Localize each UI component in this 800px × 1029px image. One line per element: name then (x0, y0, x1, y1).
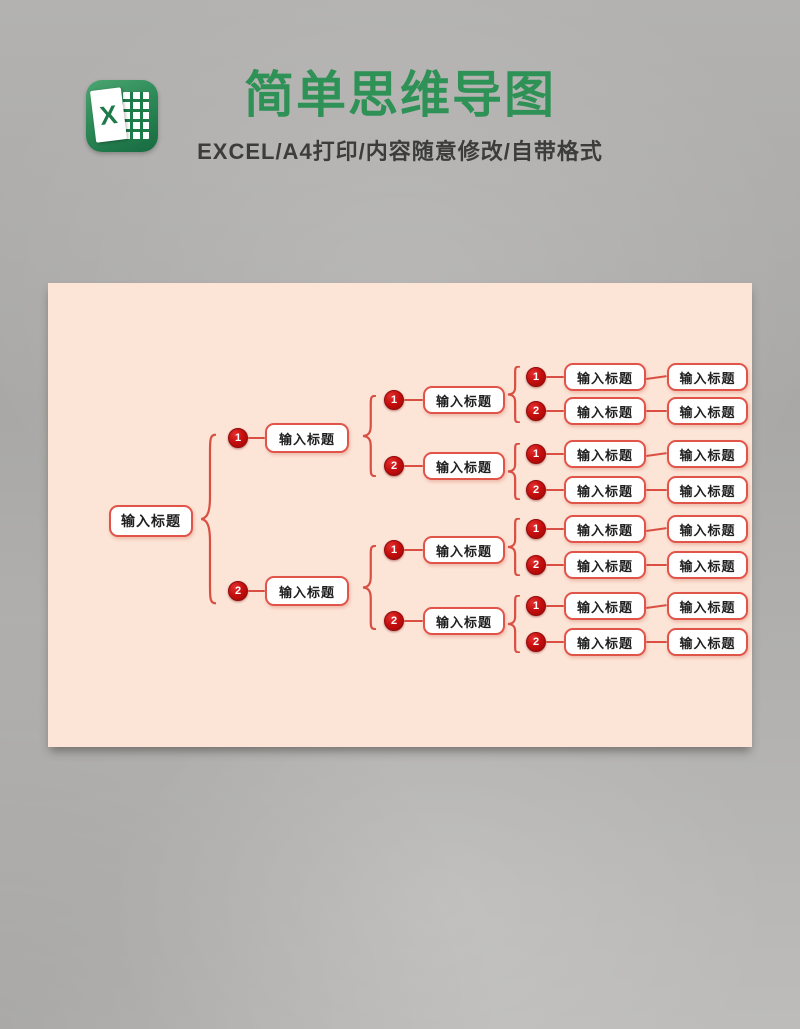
branch-1-box[interactable]: 输入标题 (265, 423, 349, 453)
leaf-1-2-1-box-b[interactable]: 输入标题 (667, 440, 748, 468)
connector-line (645, 452, 667, 457)
branch-1-badge[interactable]: 1 (228, 428, 248, 448)
leaf-2-2-2-box-b[interactable]: 输入标题 (667, 628, 748, 656)
sub-2-1-box[interactable]: 输入标题 (423, 536, 505, 564)
leaf-1-2-2-badge[interactable]: 2 (526, 480, 546, 500)
connector-line (546, 641, 564, 643)
leaf-2-1-2-box-a[interactable]: 输入标题 (564, 551, 646, 579)
sub-2-2-badge[interactable]: 2 (384, 611, 404, 631)
leaf-1-2-1-box-a[interactable]: 输入标题 (564, 440, 646, 468)
leaf-2-1-2-box-b[interactable]: 输入标题 (667, 551, 748, 579)
root-curly-brace (200, 433, 216, 605)
leaf-1-1-2-badge[interactable]: 2 (526, 401, 546, 421)
leaf-1-1-2-box-b[interactable]: 输入标题 (667, 397, 748, 425)
sub-1-2-curly-brace (507, 443, 520, 500)
connector-line (645, 527, 667, 532)
sub-1-2-badge[interactable]: 2 (384, 456, 404, 476)
sub-1-1-box[interactable]: 输入标题 (423, 386, 505, 414)
leaf-2-1-1-box-b[interactable]: 输入标题 (667, 515, 748, 543)
branch-2-curly-brace (362, 545, 376, 630)
leaf-2-1-1-badge[interactable]: 1 (526, 519, 546, 539)
leaf-2-1-2-badge[interactable]: 2 (526, 555, 546, 575)
connector-line (546, 453, 564, 455)
connector-line (546, 489, 564, 491)
leaf-1-2-1-badge[interactable]: 1 (526, 444, 546, 464)
connector-line (248, 590, 265, 592)
connector-line (646, 410, 667, 412)
connector-line (645, 375, 667, 380)
sub-2-2-curly-brace (507, 595, 520, 653)
leaf-1-1-2-box-a[interactable]: 输入标题 (564, 397, 646, 425)
excel-icon-grid (123, 92, 149, 139)
leaf-2-2-2-box-a[interactable]: 输入标题 (564, 628, 646, 656)
branch-1-curly-brace (362, 395, 376, 477)
leaf-2-2-2-badge[interactable]: 2 (526, 632, 546, 652)
leaf-2-2-1-box-a[interactable]: 输入标题 (564, 592, 646, 620)
connector-line (404, 399, 423, 401)
connector-line (404, 549, 423, 551)
leaf-1-2-2-box-a[interactable]: 输入标题 (564, 476, 646, 504)
branch-2-box[interactable]: 输入标题 (265, 576, 349, 606)
sub-1-2-box[interactable]: 输入标题 (423, 452, 505, 480)
connector-line (546, 410, 564, 412)
sub-1-1-curly-brace (507, 366, 520, 423)
branch-2-badge[interactable]: 2 (228, 581, 248, 601)
excel-icon: X (86, 80, 158, 152)
connector-line (646, 564, 667, 566)
sub-2-2-box[interactable]: 输入标题 (423, 607, 505, 635)
leaf-2-2-1-box-b[interactable]: 输入标题 (667, 592, 748, 620)
connector-line (248, 437, 265, 439)
connector-line (546, 376, 564, 378)
sub-2-1-badge[interactable]: 1 (384, 540, 404, 560)
leaf-2-2-1-badge[interactable]: 1 (526, 596, 546, 616)
header: X 简单思维导图 EXCEL/A4打印/内容随意修改/自带格式 (0, 0, 800, 200)
connector-line (546, 564, 564, 566)
leaf-2-1-1-box-a[interactable]: 输入标题 (564, 515, 646, 543)
mindmap-canvas: 输入标题 1 输入标题 2 输入标题 1 输入标题 2 输入标题 1 输入标题 … (48, 283, 752, 747)
leaf-1-1-1-box-b[interactable]: 输入标题 (667, 363, 748, 391)
connector-line (404, 620, 423, 622)
connector-line (546, 528, 564, 530)
leaf-1-1-1-badge[interactable]: 1 (526, 367, 546, 387)
connector-line (646, 489, 667, 491)
sub-2-1-curly-brace (507, 518, 520, 576)
connector-line (546, 605, 564, 607)
leaf-1-2-2-box-b[interactable]: 输入标题 (667, 476, 748, 504)
connector-line (404, 465, 423, 467)
connector-line (646, 641, 667, 643)
page-title: 简单思维导图 (244, 67, 556, 123)
root-node-box[interactable]: 输入标题 (109, 505, 193, 537)
connector-line (645, 604, 667, 609)
sub-1-1-badge[interactable]: 1 (384, 390, 404, 410)
leaf-1-1-1-box-a[interactable]: 输入标题 (564, 363, 646, 391)
page-subtitle: EXCEL/A4打印/内容随意修改/自带格式 (197, 139, 603, 164)
